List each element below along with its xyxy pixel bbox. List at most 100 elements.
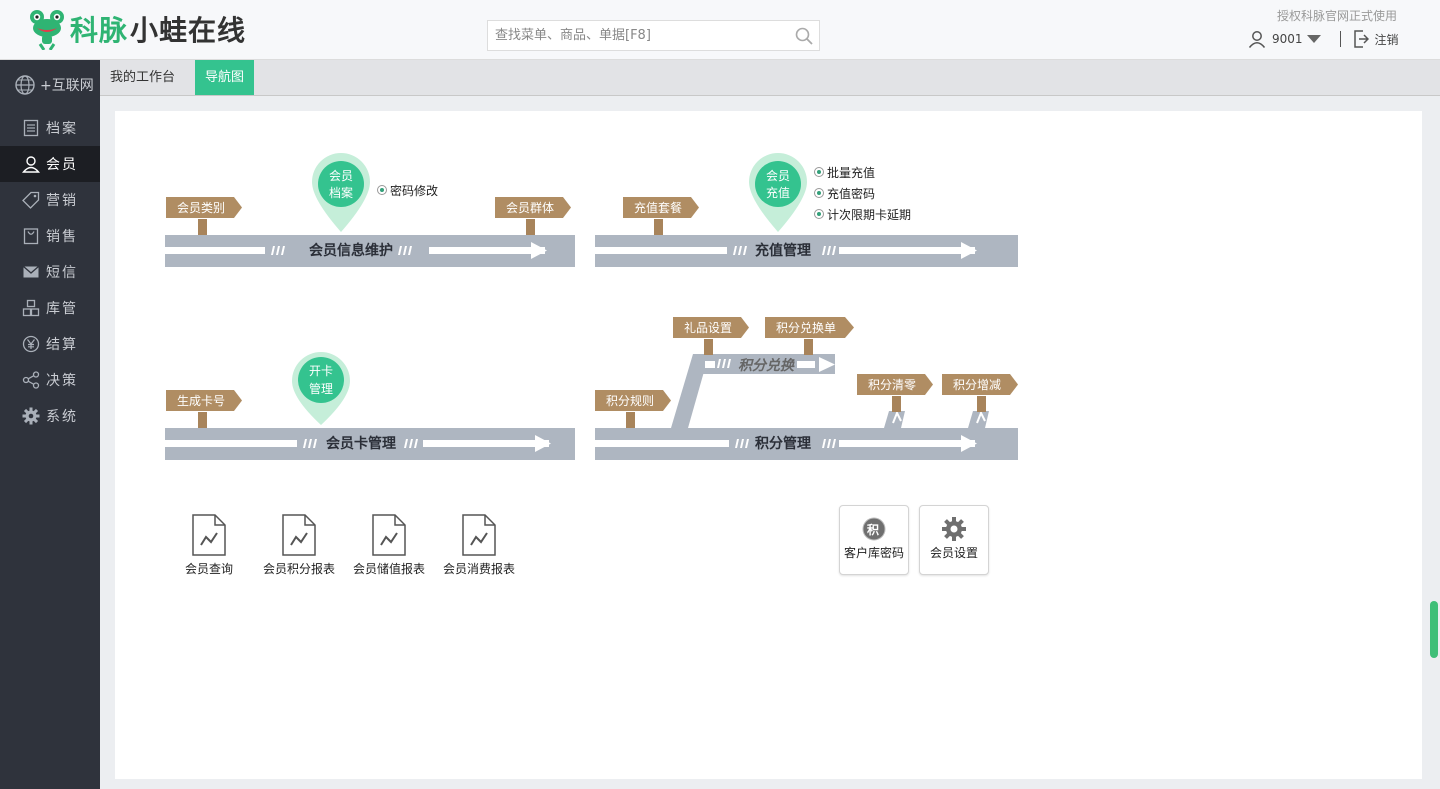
road-label[interactable]: 充值管理 bbox=[755, 242, 811, 259]
mail-icon bbox=[23, 266, 39, 278]
sidebar-item-sales[interactable]: 销售 bbox=[0, 218, 100, 254]
logout-link[interactable]: 注销 bbox=[1374, 32, 1399, 47]
report-document-icon bbox=[282, 514, 316, 556]
signpost-label: 积分增减 bbox=[953, 378, 1001, 392]
report-label: 会员消费报表 bbox=[442, 562, 515, 576]
report-member-stored-value[interactable]: 会员储值报表 bbox=[344, 513, 434, 577]
bag-icon bbox=[23, 228, 39, 245]
option-label: 密码修改 bbox=[390, 183, 438, 198]
pin-label-line2: 管理 bbox=[309, 381, 333, 396]
logo-brand-text: 科脉 bbox=[70, 14, 129, 47]
pin-member-recharge[interactable]: 会员 充值 bbox=[749, 153, 807, 232]
tab-navmap[interactable]: 导航图 bbox=[195, 60, 255, 95]
signpost-points-clear[interactable]: 积分清零 bbox=[857, 374, 933, 412]
sidebar-item-member[interactable]: 会员 bbox=[0, 146, 100, 182]
option-password-change[interactable]: 密码修改 bbox=[377, 183, 439, 198]
top-header: 科脉 小蛙在线 授权科脉官网正式使用 9001 注销 bbox=[0, 0, 1440, 60]
search-input[interactable] bbox=[488, 21, 778, 50]
report-label: 会员积分报表 bbox=[262, 562, 335, 576]
road-label[interactable]: 积分兑换 bbox=[738, 357, 795, 374]
sidebar-item-label: 营销 bbox=[46, 193, 78, 209]
road-label[interactable]: 会员信息维护 bbox=[309, 242, 393, 259]
globe-icon bbox=[15, 75, 35, 95]
signpost-label: 积分规则 bbox=[606, 393, 654, 408]
sidebar-item-system[interactable]: 系统 bbox=[0, 398, 100, 434]
pin-open-card[interactable]: 开卡 管理 bbox=[292, 351, 350, 425]
navmap-diagram: 会员信息维护 会员类别 会员群体 会员 档案 密码修改 bbox=[165, 153, 1018, 460]
sidebar-item-decision[interactable]: 决策 bbox=[0, 362, 100, 398]
user-area: 9001 注销 bbox=[1248, 28, 1399, 50]
signpost-label: 积分兑换单 bbox=[776, 321, 836, 335]
document-icon bbox=[23, 119, 39, 137]
signpost-generate-card-no[interactable]: 生成卡号 bbox=[166, 390, 242, 428]
road-points: 积分兑换 积分管理 bbox=[595, 354, 1018, 460]
option-label: 批量充值 bbox=[827, 165, 875, 180]
sidebar-item-archive[interactable]: 档案 bbox=[0, 110, 100, 146]
divider bbox=[1339, 31, 1341, 47]
signpost-label: 会员群体 bbox=[506, 201, 554, 215]
frog-logo-icon bbox=[30, 10, 64, 50]
pin-label-line2: 档案 bbox=[329, 185, 353, 200]
points-badge-icon: 积 bbox=[862, 517, 886, 541]
chevron-down-icon[interactable] bbox=[1306, 34, 1322, 44]
signpost-member-type[interactable]: 会员类别 bbox=[166, 197, 242, 235]
option-label: 充值密码 bbox=[827, 186, 875, 201]
report-member-consumption[interactable]: 会员消费报表 bbox=[434, 513, 524, 577]
yen-icon bbox=[22, 335, 40, 353]
road-label[interactable]: 会员卡管理 bbox=[326, 435, 396, 452]
report-member-query[interactable]: 会员查询 bbox=[164, 513, 254, 577]
option-label: 计次限期卡延期 bbox=[827, 208, 911, 222]
signpost-points-rules[interactable]: 积分规则 bbox=[595, 390, 671, 428]
sidebar-item-label: 短信 bbox=[46, 265, 78, 281]
report-label: 会员查询 bbox=[184, 562, 233, 576]
pin-label-line2: 充值 bbox=[766, 185, 790, 200]
sidebar-item-label: +互联网 bbox=[40, 78, 94, 94]
pin-label-line1: 会员 bbox=[766, 169, 790, 183]
member-settings-button[interactable]: 会员设置 bbox=[919, 505, 989, 575]
tab-workbench[interactable]: 我的工作台 bbox=[100, 60, 186, 95]
sidebar-item-label: 档案 bbox=[46, 121, 78, 137]
sidebar-item-settlement[interactable]: 结算 bbox=[0, 326, 100, 362]
signpost-recharge-package[interactable]: 充值套餐 bbox=[623, 197, 699, 235]
option-batch-recharge[interactable]: 批量充值 bbox=[814, 165, 876, 180]
report-document-icon bbox=[462, 514, 496, 556]
scrollbar-thumb[interactable] bbox=[1430, 601, 1438, 658]
sidebar-item-internet[interactable]: +互联网 bbox=[0, 60, 100, 110]
gear-icon bbox=[942, 517, 966, 541]
option-card-extend[interactable]: 计次限期卡延期 bbox=[814, 208, 912, 222]
signpost-label: 积分清零 bbox=[868, 378, 916, 392]
sidebar-item-label: 库管 bbox=[46, 301, 78, 317]
share-icon bbox=[22, 371, 40, 389]
sidebar-item-sms[interactable]: 短信 bbox=[0, 254, 100, 290]
sidebar-item-marketing[interactable]: 营销 bbox=[0, 182, 100, 218]
tile-label: 会员设置 bbox=[929, 546, 978, 560]
signpost-label: 礼品设置 bbox=[684, 320, 732, 335]
pin-label-line1: 开卡 bbox=[309, 364, 333, 378]
road-member-card: 会员卡管理 bbox=[165, 428, 575, 460]
gear-icon bbox=[22, 407, 40, 425]
user-id[interactable]: 9001 bbox=[1272, 32, 1303, 46]
sidebar-item-inventory[interactable]: 库管 bbox=[0, 290, 100, 326]
points-badge-glyph: 积 bbox=[867, 522, 879, 537]
signpost-points-exchange-doc[interactable]: 积分兑换单 bbox=[765, 317, 854, 355]
search-icon[interactable] bbox=[795, 27, 813, 45]
signpost-gift-settings[interactable]: 礼品设置 bbox=[673, 317, 749, 355]
global-search bbox=[487, 20, 820, 51]
report-member-points[interactable]: 会员积分报表 bbox=[254, 513, 344, 577]
signpost-points-adjust[interactable]: 积分增减 bbox=[942, 374, 1018, 412]
sidebar-item-label: 决策 bbox=[46, 373, 78, 389]
report-document-icon bbox=[192, 514, 226, 556]
license-text: 授权科脉官网正式使用 bbox=[1277, 9, 1398, 23]
signpost-member-group[interactable]: 会员群体 bbox=[495, 197, 571, 235]
road-member-info: 会员信息维护 bbox=[165, 235, 575, 267]
sidebar-item-label: 销售 bbox=[46, 229, 78, 245]
pin-label-line1: 会员 bbox=[329, 169, 353, 183]
sidebar-item-label: 系统 bbox=[46, 409, 78, 425]
customer-db-password-button[interactable]: 积 客户库密码 bbox=[839, 505, 909, 575]
logout-icon[interactable] bbox=[1353, 30, 1369, 48]
option-recharge-password[interactable]: 充值密码 bbox=[814, 186, 876, 201]
road-label[interactable]: 积分管理 bbox=[755, 435, 811, 452]
pin-member-file[interactable]: 会员 档案 bbox=[312, 153, 370, 232]
user-icon bbox=[22, 156, 40, 173]
app-logo[interactable]: 科脉 小蛙在线 bbox=[28, 8, 246, 50]
